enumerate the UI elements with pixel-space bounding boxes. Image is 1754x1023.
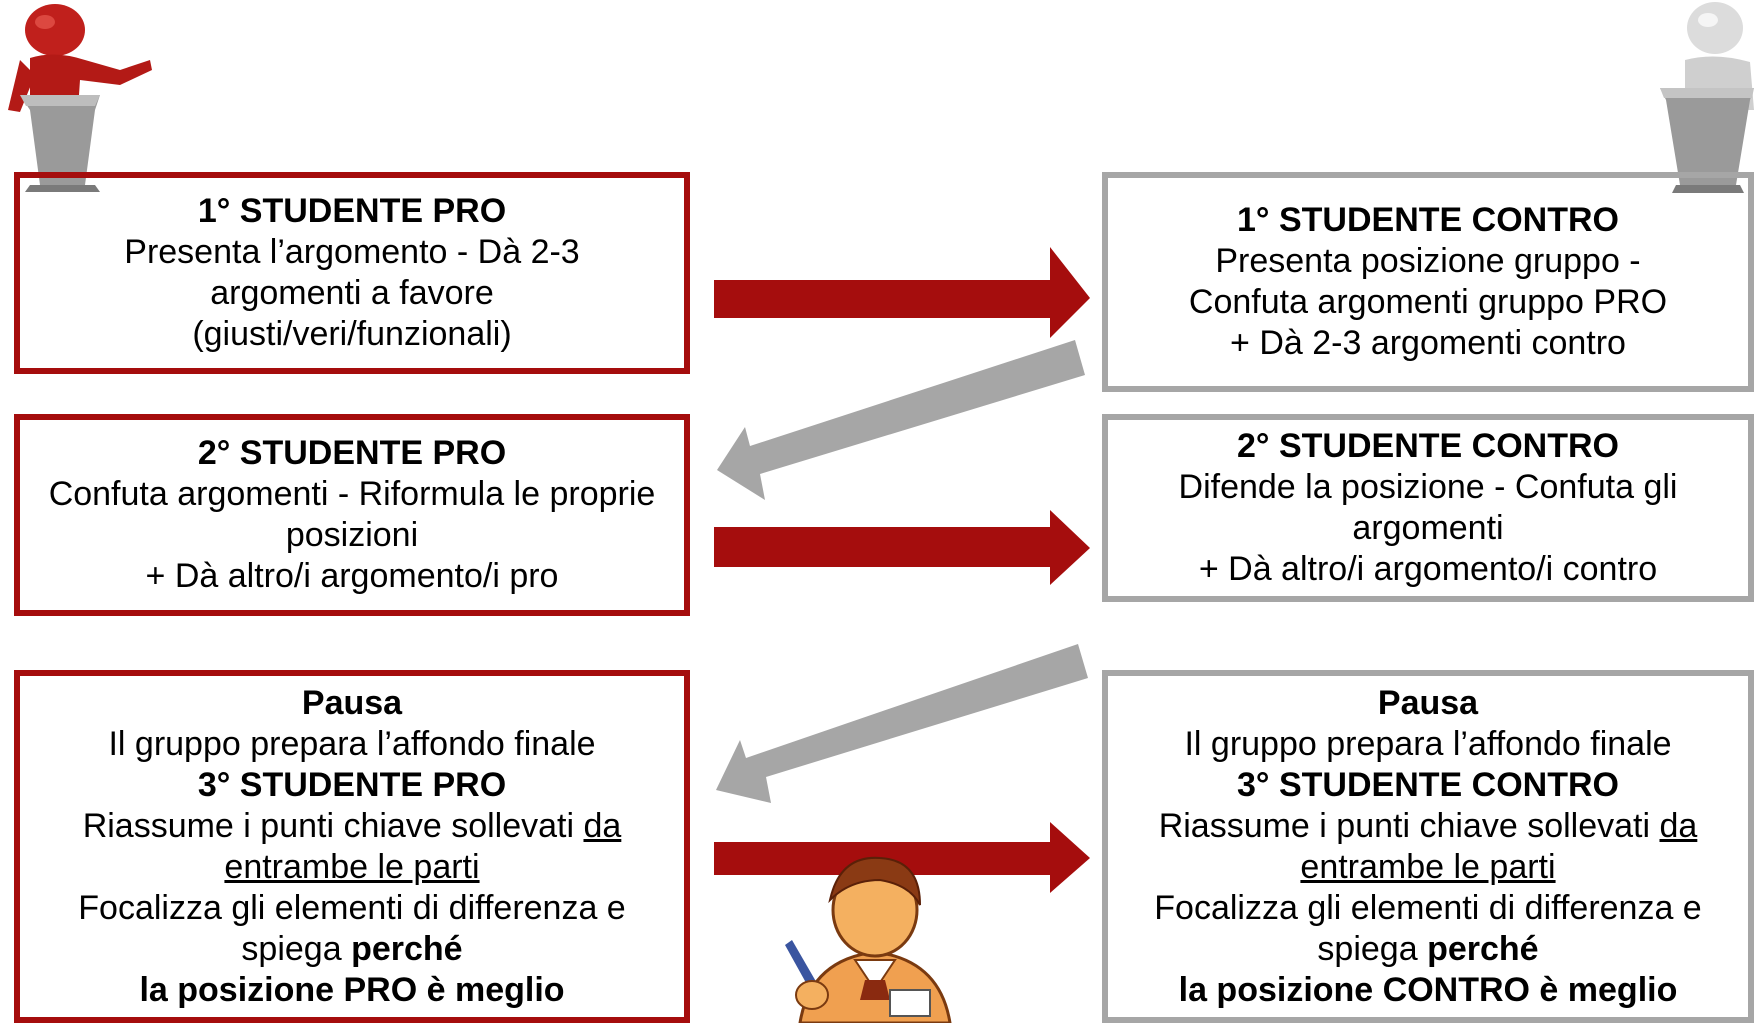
pro-student-3-box: Pausa Il gruppo prepara l’affondo finale…: [14, 670, 690, 1023]
contro-student-3-line1: Riassume i punti chiave sollevati da: [1159, 806, 1698, 847]
pro-student-3-line4-bold: perché: [351, 929, 463, 968]
pro-student-1-title: 1° STUDENTE PRO: [197, 192, 507, 230]
contro-student-3-box: Pausa Il gruppo prepara l’affondo finale…: [1102, 670, 1754, 1023]
contro-student-3-title: 3° STUDENTE CONTRO: [1237, 765, 1619, 804]
contro-student-3-line1-underlined: da: [1659, 806, 1698, 845]
pro-student-2-title: 2° STUDENTE PRO: [197, 434, 507, 472]
pro-student-1-line3: (giusti/veri/funzionali): [192, 315, 512, 353]
pro-student-3-line4-text: spiega: [241, 929, 352, 968]
arrow-pro1-to-contro1: [714, 247, 1090, 338]
contro-student-1-line1: Presenta posizione gruppo -: [1215, 242, 1641, 280]
moderator-icon: [785, 856, 952, 1023]
arrow-pro3-to-contro3: [714, 822, 1090, 893]
pro-student-3-line1-underlined: da: [583, 806, 622, 845]
contro-student-3-line2: entrambe le parti: [1300, 847, 1556, 886]
pro-pause-title: Pausa: [301, 683, 403, 722]
pro-student-3-title: 3° STUDENTE PRO: [197, 765, 507, 804]
contro-student-2-line1: Difende la posizione - Confuta gli: [1178, 468, 1678, 506]
contro-student-1-line2: Confuta argomenti gruppo PRO: [1188, 283, 1668, 321]
pro-student-2-box: 2° STUDENTE PRO Confuta argomenti - Rifo…: [14, 414, 690, 616]
pro-student-3-line5: la posizione PRO è meglio: [139, 970, 565, 1009]
contro-student-3-line4-text: spiega: [1317, 929, 1428, 968]
contro-student-2-title: 2° STUDENTE CONTRO: [1237, 427, 1619, 465]
pro-student-2-line2: posizioni: [285, 516, 419, 554]
contro-student-3-line4: spiega perché: [1317, 929, 1538, 970]
arrow-contro1-to-pro2: [717, 340, 1085, 500]
speaker-pro-icon: [8, 4, 152, 192]
contro-student-3-line5: la posizione CONTRO è meglio: [1178, 970, 1678, 1009]
contro-student-1-title: 1° STUDENTE CONTRO: [1237, 201, 1619, 239]
contro-student-3-line4-bold: perché: [1427, 929, 1539, 968]
pro-pause-text: Il gruppo prepara l’affondo finale: [108, 724, 596, 763]
contro-student-2-line2: argomenti: [1352, 509, 1504, 547]
contro-pause-text: Il gruppo prepara l’affondo finale: [1184, 724, 1672, 763]
pro-student-3-line1-text: Riassume i punti chiave sollevati: [82, 806, 584, 845]
contro-student-1-line3: + Dà 2-3 argomenti contro: [1230, 324, 1626, 362]
arrow-pro2-to-contro2: [714, 510, 1090, 585]
contro-student-3-line3: Focalizza gli elementi di differenza e: [1154, 888, 1702, 927]
pro-student-3-line3: Focalizza gli elementi di differenza e: [78, 888, 626, 927]
contro-student-3-line1-text: Riassume i punti chiave sollevati: [1158, 806, 1660, 845]
pro-student-1-line2: argomenti a favore: [210, 274, 494, 312]
pro-student-3-line2: entrambe le parti: [224, 847, 480, 886]
pro-student-2-line3: + Dà altro/i argomento/i pro: [145, 557, 559, 595]
contro-pause-title: Pausa: [1377, 683, 1479, 722]
contro-student-2-box: 2° STUDENTE CONTRO Difende la posizione …: [1102, 414, 1754, 602]
arrow-contro2-to-pro3: [716, 644, 1088, 803]
pro-student-3-line1: Riassume i punti chiave sollevati da: [83, 806, 622, 847]
contro-student-2-line3: + Dà altro/i argomento/i contro: [1198, 550, 1658, 588]
contro-student-1-box: 1° STUDENTE CONTRO Presenta posizione gr…: [1102, 172, 1754, 392]
speaker-contro-icon: [1660, 2, 1754, 193]
pro-student-2-line1: Confuta argomenti - Riformula le proprie: [48, 475, 656, 513]
pro-student-1-line1: Presenta l’argomento - Dà 2-3: [124, 233, 580, 271]
pro-student-3-line4: spiega perché: [241, 929, 462, 970]
pro-student-1-box: 1° STUDENTE PRO Presenta l’argomento - D…: [14, 172, 690, 374]
